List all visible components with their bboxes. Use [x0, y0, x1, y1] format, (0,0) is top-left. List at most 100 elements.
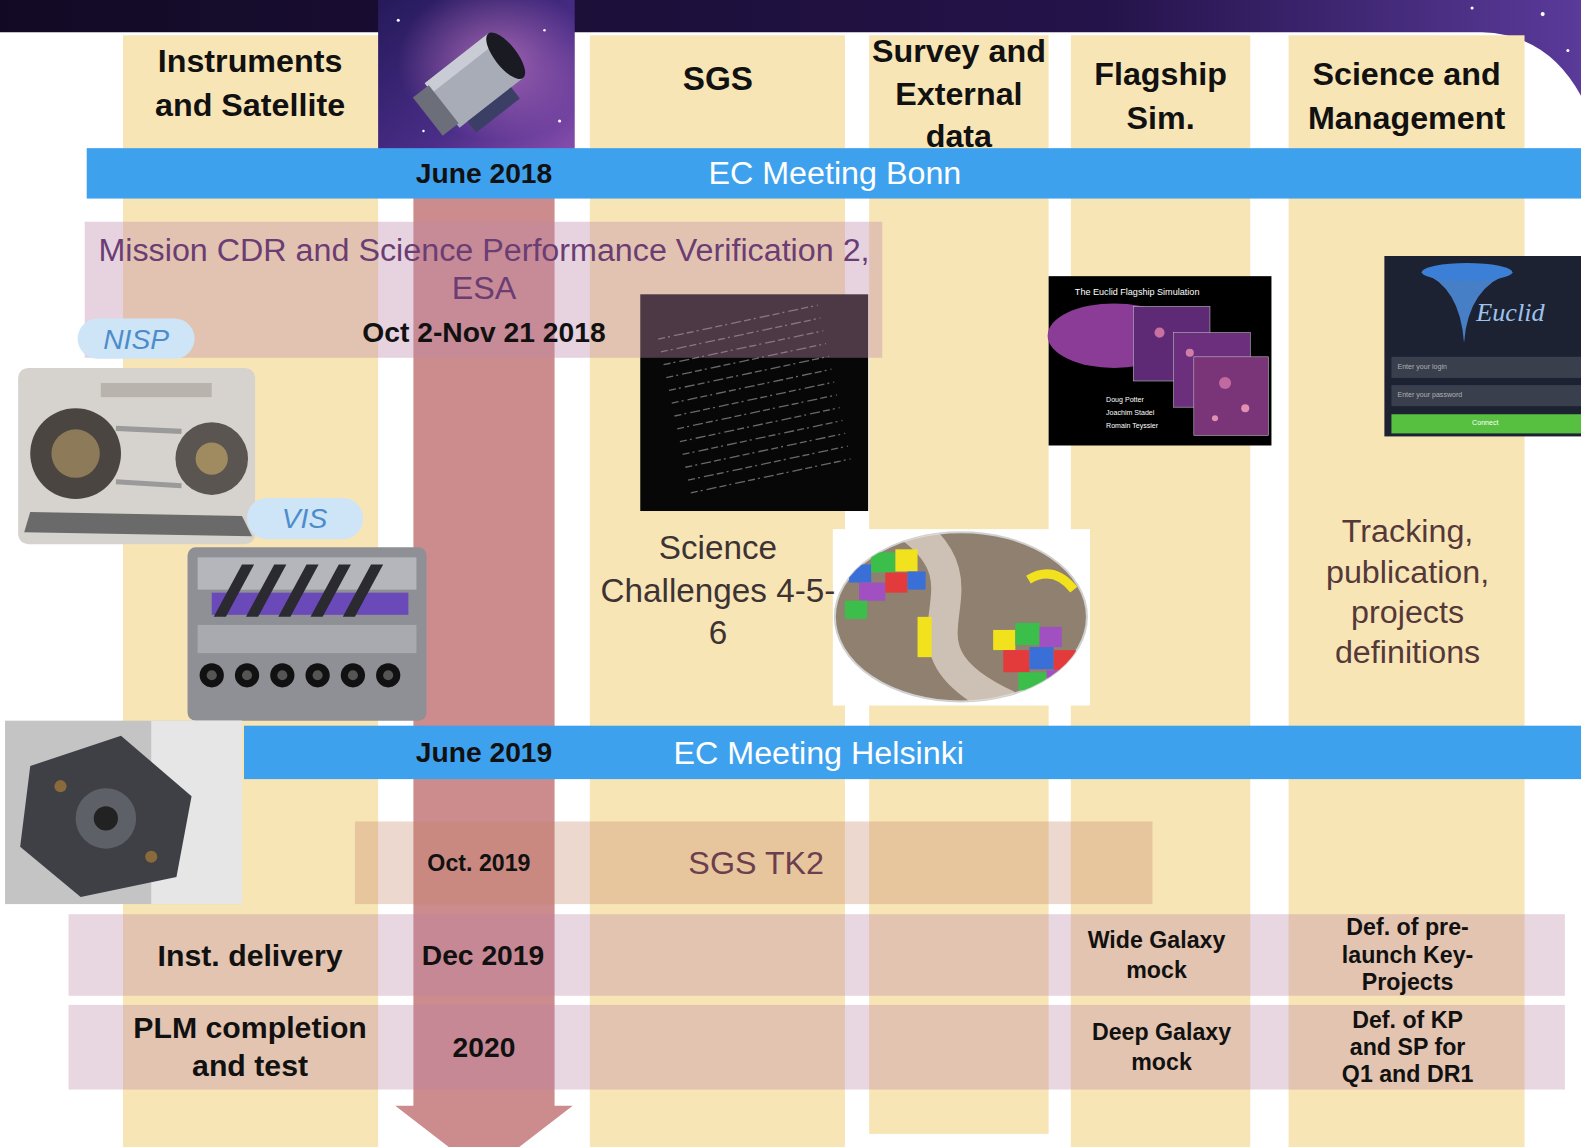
- milestone-name: PLM completion and test: [127, 1009, 374, 1086]
- flagship-image: [1241, 404, 1249, 412]
- meeting-band: June 2018EC Meeting Bonn: [87, 148, 1581, 198]
- meeting-name-holder: EC Meeting Bonn: [674, 153, 997, 193]
- vis-photo: [277, 670, 287, 680]
- milestone-name: Mission CDR and Science Performance Veri…: [91, 231, 877, 308]
- image-text: Joachim Stadel: [1106, 408, 1154, 417]
- sgs-image: [669, 356, 829, 390]
- nisp-photo: [116, 482, 182, 486]
- flagship-image: [1186, 349, 1194, 357]
- date-label: Dec 2019: [412, 937, 553, 972]
- milestone-band: Inst. deliveryDec 2019Wide Galaxy mockDe…: [69, 914, 1565, 996]
- flagship-image: [1194, 357, 1269, 436]
- sky-map: [849, 564, 871, 582]
- hardware-photo: [54, 780, 66, 792]
- image-text-holder: Doug Potter: [1106, 395, 1144, 404]
- image-text: Enter your login: [1397, 362, 1446, 371]
- meeting-band: June 2019 EC Meeting Helsinki: [244, 726, 1581, 779]
- nisp-photo: [18, 368, 255, 544]
- vis-photo: [242, 670, 252, 680]
- sky-map: [993, 630, 1015, 650]
- milestone-name-holder: PLM completion and test: [127, 1009, 374, 1086]
- image-text-holder: Romain Teyssier: [1106, 421, 1158, 430]
- vis-photo: [214, 564, 254, 616]
- login-screenshot: [1391, 414, 1581, 433]
- vis-photo: [278, 564, 318, 616]
- nisp-photo: [116, 428, 182, 431]
- instrument-pill: NISP: [78, 318, 195, 358]
- vis-photo: [311, 564, 351, 616]
- meeting-name-holder: EC Meeting Helsinki: [627, 732, 1010, 772]
- column-heading-holder: Flagship Sim.: [1075, 51, 1246, 140]
- nisp-photo: [51, 429, 99, 477]
- simulation-item-holder: Deep Galaxy mock: [1086, 1017, 1237, 1077]
- meeting-name: EC Meeting Helsinki: [627, 732, 1010, 772]
- satellite-image: [422, 130, 424, 132]
- column-heading-holder: Instruments and Satellite: [129, 38, 371, 127]
- white-panel: [0, 32, 1581, 1147]
- image-text: Enter your password: [1397, 390, 1462, 399]
- instrument-pill: VIS: [247, 498, 363, 539]
- milestone-band: Oct. 2019SGS TK2: [355, 821, 1153, 904]
- satellite-image: [543, 29, 545, 31]
- column-note-holder: Tracking, publication, projects definiti…: [1300, 511, 1516, 672]
- hardware-photo: [5, 721, 242, 904]
- sky-map: [845, 601, 867, 619]
- column-note: Science Challenges 4-5-6: [597, 527, 839, 654]
- milestone-name: SGS TK2: [655, 843, 857, 883]
- vis-photo: [188, 547, 427, 720]
- vis-photo: [383, 670, 393, 680]
- milestone-name-holder: Inst. delivery: [129, 936, 371, 974]
- sgs-image: [688, 446, 848, 480]
- column-heading: SGS: [617, 56, 819, 100]
- nisp-photo: [101, 383, 212, 397]
- nisp-photo: [18, 368, 255, 544]
- column-heading-holder: Survey and External data: [870, 30, 1047, 157]
- vis-photo: [348, 670, 358, 680]
- milestone-name-holder: SGS TK2: [655, 843, 857, 883]
- star: [1541, 12, 1545, 16]
- date-label-holder: June 2019: [393, 735, 574, 770]
- login-screenshot: [1384, 256, 1581, 436]
- satellite-image: [378, 0, 575, 156]
- image-text: Euclid: [1476, 296, 1544, 328]
- column-heading: Science and Management: [1293, 51, 1521, 140]
- column-heading-holder: Science and Management: [1293, 51, 1521, 140]
- column-heading: Flagship Sim.: [1075, 51, 1246, 140]
- satellite-image: [410, 27, 540, 150]
- vis-photo: [376, 663, 400, 687]
- satellite-image: [378, 0, 575, 156]
- sky-map: [1054, 650, 1076, 670]
- vis-photo: [235, 663, 259, 687]
- sky-map: [1003, 650, 1029, 672]
- image-text-holder: Euclid: [1476, 296, 1544, 328]
- instrument-name: VIS: [249, 501, 360, 536]
- date-label-holder: Oct 2-Nov 21 2018: [323, 314, 646, 350]
- satellite-image: [425, 34, 496, 93]
- sgs-image: [677, 395, 837, 429]
- management-item-holder: Def. of KP and SP for Q1 and DR1: [1334, 1006, 1480, 1088]
- simulation-item-holder: Wide Galaxy mock: [1081, 926, 1232, 984]
- sky-map: [1047, 670, 1069, 690]
- milestone-band: Mission CDR and Science Performance Veri…: [85, 222, 883, 358]
- sky-map: [895, 549, 917, 571]
- vis-photo: [270, 663, 294, 687]
- sky-map: [918, 617, 932, 657]
- satellite-image: [397, 19, 400, 22]
- login-screenshot: [1391, 357, 1581, 378]
- image-text-holder: The Euclid Flagship Simulation: [1075, 287, 1200, 298]
- milestone-band: PLM completion and test2020Deep Galaxy m…: [69, 1005, 1565, 1090]
- sky-map: [845, 529, 1076, 705]
- hardware-photo: [76, 788, 136, 848]
- sky-map: [913, 529, 1009, 705]
- sky-map: [1028, 574, 1073, 590]
- hardware-photo: [20, 736, 191, 897]
- flagship-image: [1219, 377, 1231, 389]
- satellite-image: [467, 87, 519, 132]
- flagship-image: [1048, 276, 1272, 445]
- image-text-holder: Joachim Stadel: [1106, 408, 1154, 417]
- nisp-photo: [175, 422, 248, 495]
- vis-photo: [212, 593, 409, 615]
- date-label-holder: Dec 2019: [412, 937, 553, 972]
- meeting-name: EC Meeting Bonn: [674, 153, 997, 193]
